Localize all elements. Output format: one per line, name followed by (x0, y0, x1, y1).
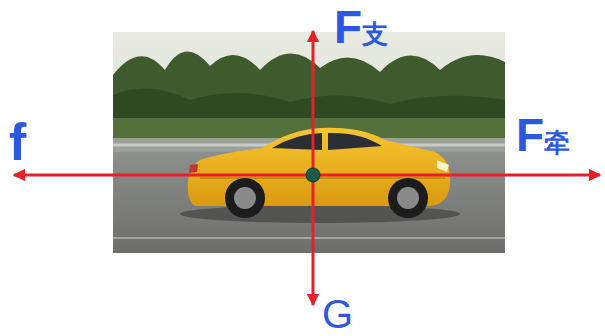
traction-arrow (313, 174, 600, 177)
support-force-label: F支 (334, 4, 388, 50)
friction-label: f (9, 116, 26, 168)
support-arrow (312, 31, 315, 175)
traction-force-label: F牵 (516, 112, 570, 158)
friction-arrow (14, 174, 313, 177)
gravity-arrow (312, 175, 315, 305)
center-dot (306, 168, 320, 182)
car-photo (113, 32, 505, 253)
gravity-label: G (322, 294, 353, 334)
